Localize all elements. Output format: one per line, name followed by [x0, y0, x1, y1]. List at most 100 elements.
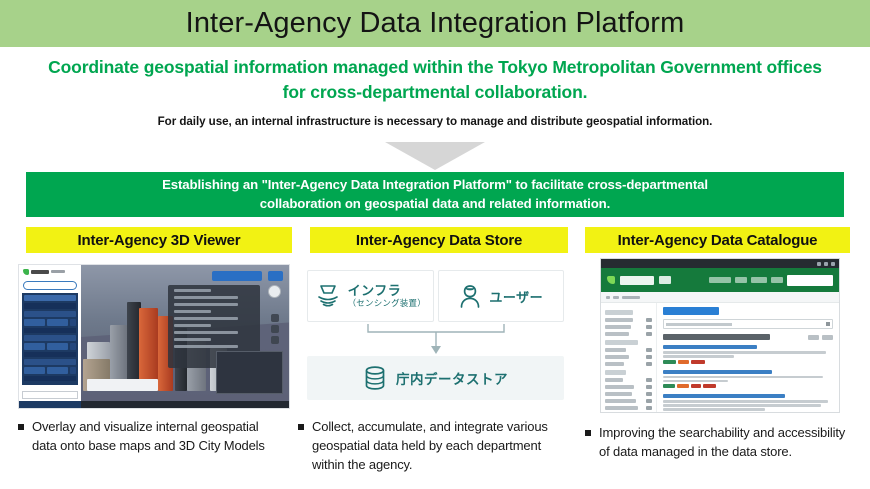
catalogue-keyword-input[interactable] — [663, 319, 833, 329]
viewer-logo-wordmark — [31, 269, 49, 274]
viewer-logo-dot-icon — [23, 268, 29, 275]
browser-chrome — [601, 259, 839, 268]
viewer-layer-actions — [24, 367, 76, 374]
viewer-layer-panel — [22, 293, 78, 385]
viewer-layer-header[interactable] — [24, 295, 76, 301]
screenshot-data-store: インフラ （センシング装置） ユーザー — [303, 264, 568, 409]
viewer-logo-subtext — [51, 270, 65, 273]
catalogue-nav — [709, 274, 833, 286]
info-line — [174, 324, 211, 328]
viewer-layer-tabs[interactable] — [24, 303, 76, 309]
bullet-marker-icon — [18, 424, 24, 430]
nav-item[interactable] — [751, 277, 767, 283]
facet-item[interactable] — [605, 385, 652, 389]
page-title: Inter-Agency Data Integration Platform — [185, 7, 685, 39]
facet-item[interactable] — [605, 325, 652, 329]
viewer-action-button[interactable] — [24, 319, 45, 326]
catalogue-breadcrumb — [601, 292, 839, 303]
bullet-list-data-catalogue: Improving the searchability and accessib… — [585, 424, 853, 462]
viewer-sidebar-select[interactable] — [22, 391, 78, 399]
viewer-layer-actions — [24, 343, 76, 350]
catalogue-body — [601, 303, 839, 413]
viewer-layer-item[interactable] — [24, 335, 76, 341]
column-label-data-catalogue: Inter-Agency Data Catalogue — [585, 227, 850, 253]
viewer-top-action-button[interactable] — [212, 270, 262, 281]
column-label-text: Inter-Agency Data Catalogue — [617, 231, 818, 249]
result-title[interactable] — [663, 369, 772, 374]
viewer-minimap[interactable] — [216, 350, 283, 394]
search-icon[interactable] — [826, 322, 830, 326]
viewer-divider — [24, 328, 76, 333]
catalogue-result-item[interactable] — [663, 345, 833, 364]
column-label-3d-viewer: Inter-Agency 3D Viewer — [26, 227, 292, 253]
facet-item[interactable] — [605, 348, 652, 352]
info-line — [174, 317, 239, 321]
catalogue-facet-sidebar — [601, 303, 657, 412]
nav-item[interactable] — [709, 277, 731, 283]
catalogue-app — [600, 258, 840, 413]
facet-item[interactable] — [605, 355, 652, 359]
column-label-text: Inter-Agency 3D Viewer — [77, 231, 241, 249]
viewer-3d-scene[interactable] — [81, 265, 289, 408]
connector-arrow-icon — [366, 324, 505, 354]
facet-item[interactable] — [605, 332, 652, 336]
viewer-divider — [24, 376, 76, 381]
catalogue-header — [601, 268, 839, 292]
info-line — [174, 296, 239, 300]
bullet-item: Improving the searchability and accessib… — [585, 424, 853, 462]
viewer-layer-item[interactable] — [24, 311, 76, 317]
bullet-text: Overlay and visualize internal geospatia… — [32, 419, 265, 453]
info-line — [174, 345, 239, 349]
viewer-more-button[interactable] — [70, 343, 76, 350]
viewer-scale-label — [87, 379, 158, 391]
facet-item[interactable] — [605, 362, 652, 366]
chrome-control-icon[interactable] — [824, 261, 828, 266]
viewer-action-button[interactable] — [47, 319, 68, 326]
infra-title: インフラ — [347, 282, 402, 298]
chrome-control-icon[interactable] — [831, 261, 835, 266]
catalogue-result-item[interactable] — [663, 369, 833, 388]
result-title[interactable] — [663, 394, 786, 398]
catalogue-result-item[interactable] — [663, 394, 833, 413]
result-title[interactable] — [663, 345, 757, 349]
nav-item[interactable] — [771, 277, 783, 283]
facet-item[interactable] — [605, 378, 652, 382]
viewer-zoom-in-icon[interactable] — [270, 313, 279, 322]
viewer-action-button[interactable] — [47, 367, 68, 374]
viewer-more-button[interactable] — [70, 367, 76, 374]
nav-item[interactable] — [735, 277, 747, 283]
viewer-layer-item[interactable] — [24, 359, 76, 365]
bullet-list-3d-viewer: Overlay and visualize internal geospatia… — [18, 418, 283, 456]
catalogue-sort-control[interactable] — [808, 334, 833, 340]
info-line — [174, 310, 211, 314]
facet-item[interactable] — [605, 392, 652, 396]
bullet-list-data-store: Collect, accumulate, and integrate vario… — [298, 418, 568, 475]
breadcrumb-item[interactable] — [613, 295, 619, 299]
viewer-top-icon-button[interactable] — [268, 270, 283, 281]
info-line — [174, 338, 211, 342]
facet-item[interactable] — [605, 406, 652, 410]
header-band: Inter-Agency Data Integration Platform — [0, 0, 870, 47]
datastore-connector — [307, 322, 564, 356]
viewer-action-button[interactable] — [47, 343, 68, 350]
viewer-zoom-out-icon[interactable] — [270, 324, 279, 333]
viewer-action-button[interactable] — [24, 343, 45, 350]
facet-group-title — [605, 370, 627, 375]
statement-line-1: Establishing an "Inter-Agency Data Integ… — [162, 176, 708, 192]
statement-line-2: collaboration on geospatial data and rel… — [259, 195, 611, 211]
column-label-data-store: Inter-Agency Data Store — [310, 227, 568, 253]
viewer-more-button[interactable] — [70, 319, 76, 326]
viewer-action-button[interactable] — [24, 367, 45, 374]
facet-item[interactable] — [605, 318, 652, 322]
viewer-compass-icon[interactable] — [267, 285, 281, 299]
viewer-search-input[interactable] — [23, 281, 77, 290]
catalogue-search-input[interactable] — [787, 274, 833, 286]
chrome-control-icon[interactable] — [817, 261, 821, 266]
catalogue-wordmark-badge — [659, 276, 671, 284]
viewer-layers-icon[interactable] — [270, 335, 279, 344]
statement-banner: Establishing an "Inter-Agency Data Integ… — [26, 172, 844, 217]
catalogue-primary-button[interactable] — [663, 307, 719, 315]
breadcrumb-item[interactable] — [622, 295, 640, 299]
breadcrumb-home-icon[interactable] — [606, 295, 610, 299]
facet-item[interactable] — [605, 399, 652, 403]
